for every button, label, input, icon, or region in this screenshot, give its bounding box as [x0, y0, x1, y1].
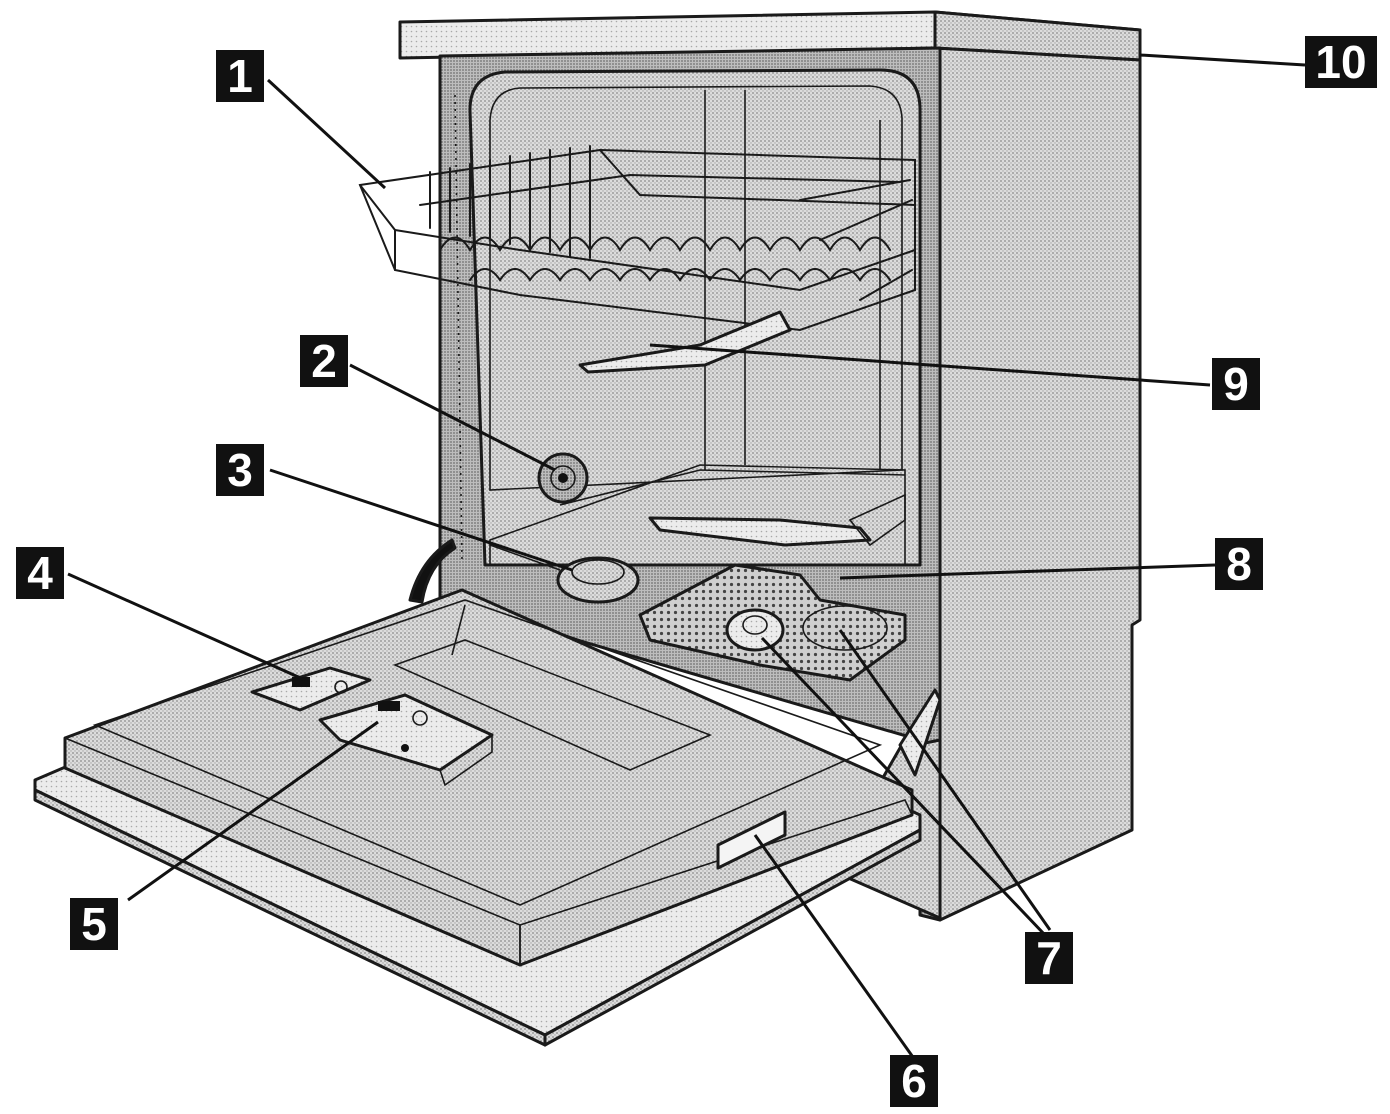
leader-7b [760, 636, 1047, 937]
basket-tines [429, 145, 913, 301]
callout-8-label: 8 [1226, 538, 1252, 590]
salt-container [489, 544, 640, 604]
cabinet-side-panel [933, 46, 1142, 922]
leader-lines [67, 53, 1306, 1061]
lower-spray-arm [648, 493, 906, 547]
leader-2 [349, 363, 556, 472]
salt-dial [537, 452, 589, 504]
leader-7a [838, 629, 1052, 931]
callout-1-label: 1 [227, 50, 253, 102]
callout-4-label: 4 [27, 547, 53, 599]
callout-9: 9 [1212, 358, 1260, 410]
door-hinge-left [408, 538, 457, 604]
tub-interior [454, 68, 922, 567]
filter-assembly [638, 563, 907, 682]
callout-10-label: 10 [1315, 36, 1366, 88]
rinse-aid-dispenser [250, 666, 372, 712]
leader-6 [753, 834, 917, 1061]
dispenser-panel [250, 666, 494, 787]
upper-basket [358, 145, 916, 332]
callout-4: 4 [16, 547, 64, 599]
leader-8 [839, 563, 1216, 580]
callout-2: 2 [300, 335, 348, 387]
callout-1: 1 [216, 50, 264, 102]
callout-7-label: 7 [1036, 932, 1062, 984]
callout-3: 3 [216, 444, 264, 496]
callout-5: 5 [70, 898, 118, 950]
leader-5 [127, 720, 379, 902]
leader-9 [649, 343, 1211, 387]
callout-5-label: 5 [81, 898, 107, 950]
callout-3-label: 3 [227, 444, 253, 496]
leader-3 [269, 468, 573, 572]
callout-8: 8 [1215, 538, 1263, 590]
leader-10 [1139, 53, 1306, 67]
callout-2-label: 2 [311, 335, 337, 387]
callout-10: 10 [1305, 36, 1377, 88]
callout-9-label: 9 [1223, 358, 1249, 410]
callout-6-label: 6 [901, 1055, 927, 1107]
callout-7: 7 [1025, 932, 1073, 984]
callout-6: 6 [890, 1055, 938, 1107]
leader-4 [67, 572, 306, 682]
leader-1 [266, 78, 387, 190]
upper-spray-arm [578, 310, 792, 374]
rating-plate [716, 810, 787, 870]
